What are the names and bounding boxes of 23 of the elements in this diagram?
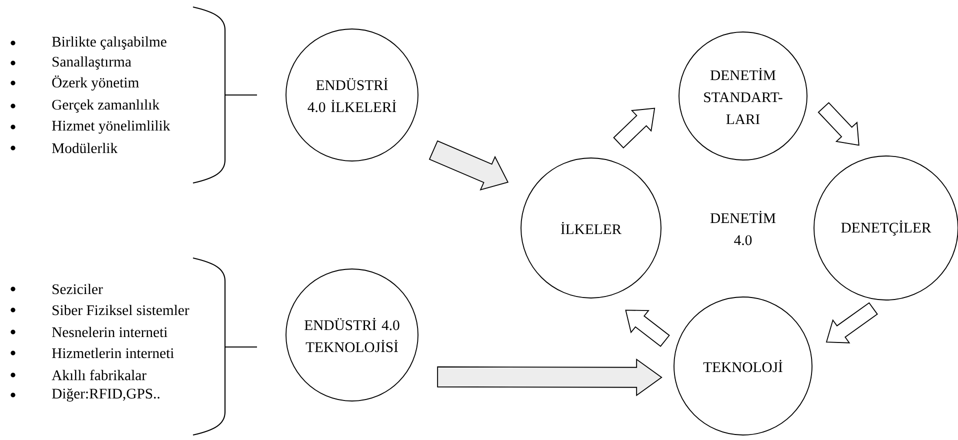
list-item: Seziciler (52, 284, 103, 294)
block-arrow (613, 108, 656, 148)
block-arrow (826, 302, 878, 344)
block-arrow (437, 358, 662, 396)
list-item: Hizmet yönelimlilik (52, 120, 170, 134)
list-item: Diğer:RFID,GPS.. (52, 388, 160, 402)
center-label: DENETİM 4.0 (710, 210, 776, 246)
list-item: Sanallaştırma (52, 56, 132, 70)
list-item: Nesnelerin interneti (52, 326, 168, 338)
list-item: Hizmetlerin interneti (52, 348, 174, 358)
block-arrow (625, 310, 670, 347)
list-item: Siber Fiziksel sistemler (52, 304, 190, 316)
circle-node: İLKELER (520, 158, 662, 298)
circle-node: ENDÜSTRİ 4.0 TEKNOLOJİSİ (286, 268, 418, 402)
list-item: Modülerlik (52, 142, 118, 154)
list-item: Gerçek zamanlılık (52, 99, 160, 113)
list-item: Birlikte çalışabilme (52, 36, 166, 50)
circle-node: DENETİM STANDART- LARI (678, 32, 808, 160)
circle-node: ENDÜSTRİ 4.0 İLKELERİ (286, 28, 418, 162)
block-arrow (818, 102, 860, 146)
circle-node: TEKNOLOJİ (674, 296, 812, 436)
list-item: Akıllı fabrikalar (52, 370, 146, 380)
list-item: Özerk yönetim (52, 75, 139, 91)
